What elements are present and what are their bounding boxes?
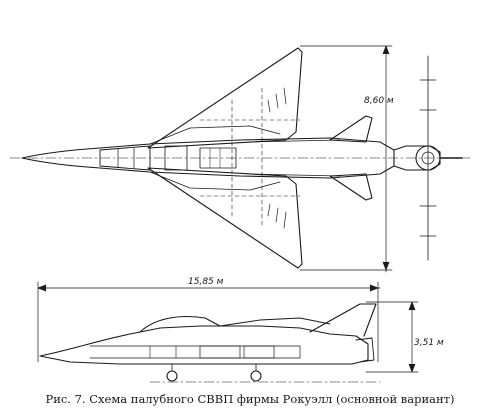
side-canopy <box>139 315 221 333</box>
lower-wing <box>147 167 303 269</box>
vertical-fin <box>309 303 377 337</box>
cockpit-canopy <box>99 145 151 171</box>
upper-canard <box>329 115 373 143</box>
length-label: 15,85 м <box>188 277 224 287</box>
weapons-bay <box>199 345 241 359</box>
height-dimension <box>365 301 419 373</box>
height-label: 3,51 м <box>414 338 444 348</box>
nose-gear-wheel <box>166 370 178 382</box>
fuselage <box>21 137 395 179</box>
plan-view <box>9 45 471 273</box>
side-fuselage <box>39 325 369 365</box>
aircraft-drawing <box>9 45 471 383</box>
side-view <box>37 281 419 383</box>
wingspan-label: 8,60 м <box>364 96 394 106</box>
engine-nacelle <box>249 139 341 177</box>
wingspan-dimension <box>299 45 393 273</box>
lower-canard <box>329 173 373 201</box>
length-dimension <box>37 281 381 363</box>
figure-caption: Рис. 7. Схема палубного СВВП фирмы Рокуэ… <box>45 392 455 406</box>
intake-panel <box>164 145 188 171</box>
main-gear-wheel <box>250 370 262 382</box>
upper-wing <box>147 47 303 149</box>
